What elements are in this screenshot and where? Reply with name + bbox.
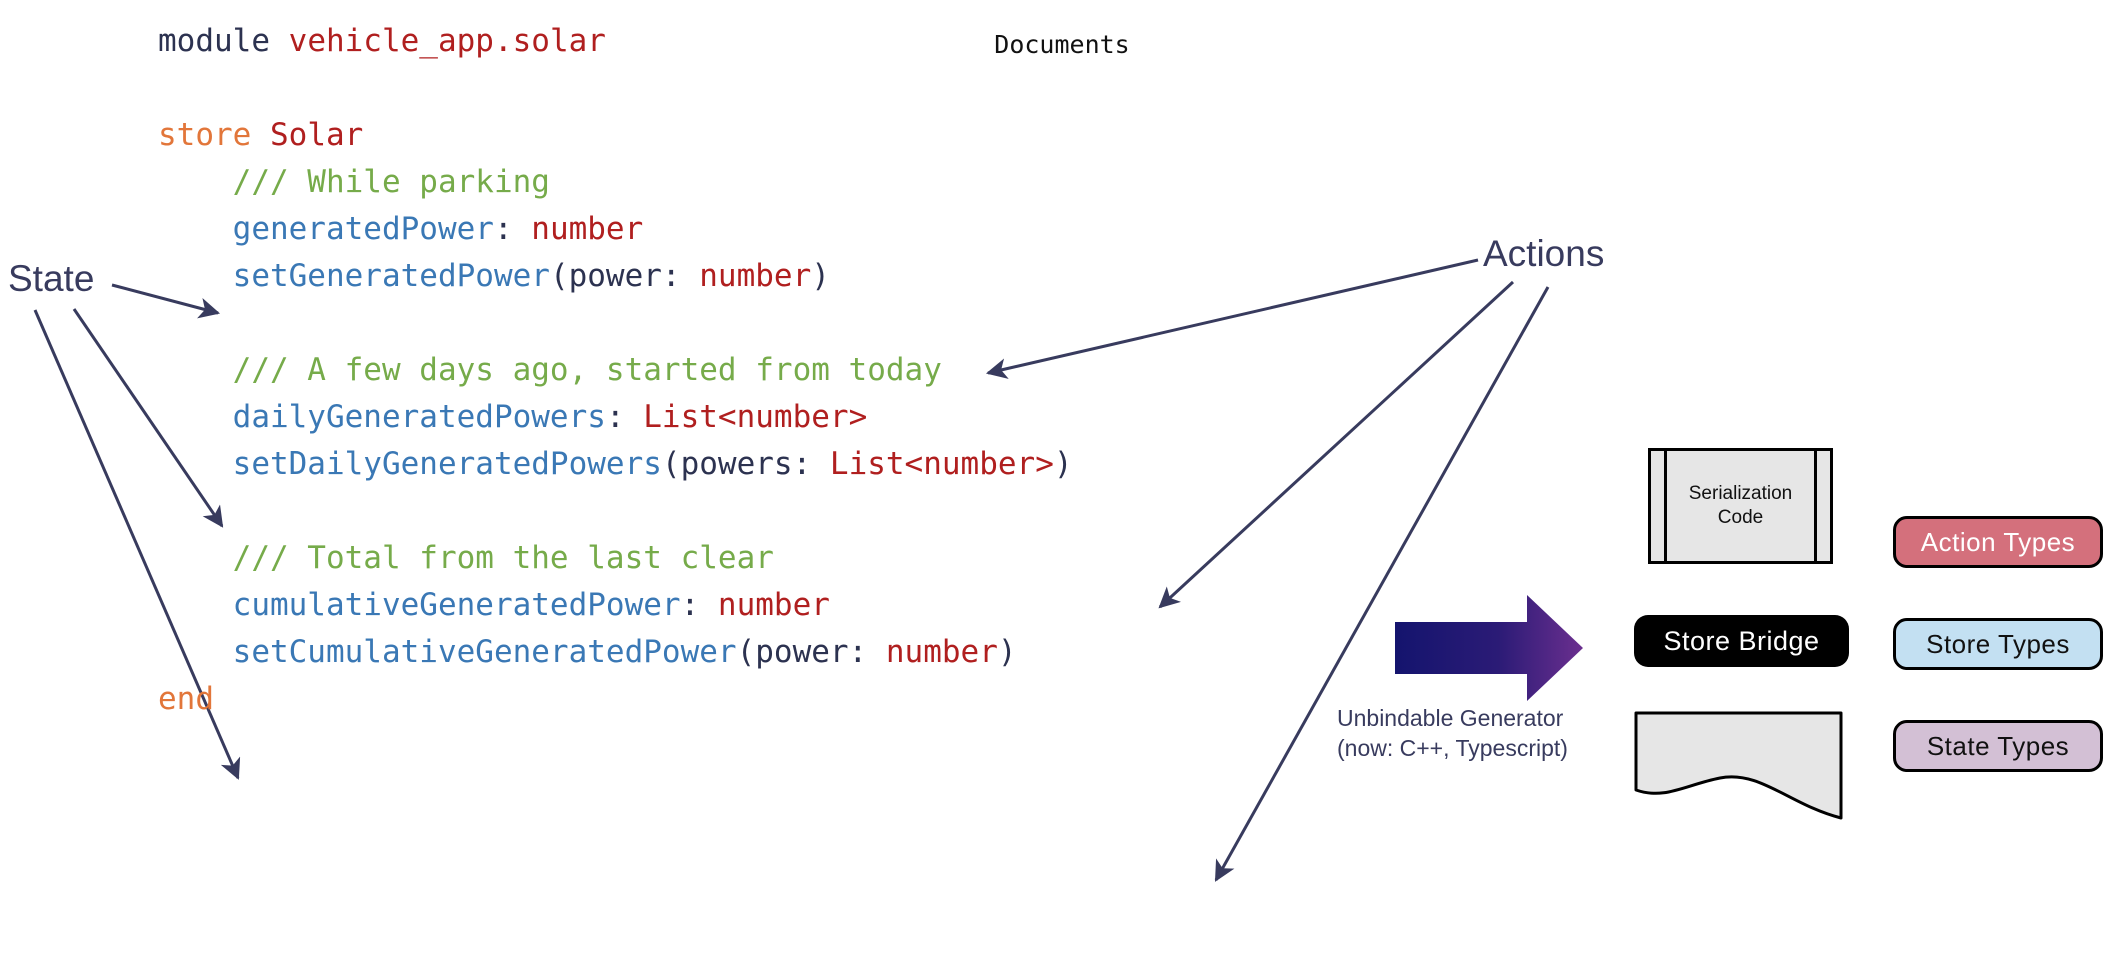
code-indent [158,446,233,482]
action-types-box[interactable]: Action Types [1893,516,2103,568]
code-line [158,65,1073,112]
code-token-punct: : [605,399,644,435]
arrow-actions-to-set-cumulative-generated-power [1214,286,1550,882]
code-line: store Solar [158,112,1073,159]
code-indent [158,587,233,623]
code-token-store: end [158,681,214,717]
generator-caption-line2: (now: C++, Typescript) [1337,735,1568,761]
code-token-punct: : [493,211,532,247]
arrow-state-to-daily-generated-powers [72,308,224,528]
documents-shape [1634,711,1843,820]
code-indent [158,399,233,435]
code-token-ident: generatedPower [232,211,494,247]
code-listing: module vehicle_app.solar store Solar ///… [158,18,1073,723]
code-token-punct: (power: [549,258,700,294]
actions-annotation-label: Actions [1483,233,1605,274]
code-token-comment: /// Total from the last clear [232,540,774,576]
code-token-type: number [717,587,830,623]
generator-caption-line1: Unbindable Generator [1337,705,1564,731]
arrow-actions-to-set-generated-power [985,258,1479,379]
state-annotation-label: State [8,258,95,299]
serialization-label-line2: Code [1717,507,1764,528]
code-token-kw: module [158,23,270,59]
code-line: end [158,676,1073,723]
code-token-type: List<number> [643,399,868,435]
code-token-ident: setGeneratedPower [232,258,550,294]
code-line [158,300,1073,347]
store-types-box[interactable]: Store Types [1893,618,2103,670]
code-token-punct: ) [811,258,830,294]
code-token-punct: ) [997,634,1017,670]
code-line: /// While parking [158,159,1073,206]
code-line: cumulativeGeneratedPower: number [158,582,1073,629]
generator-arrow-icon [1395,595,1583,701]
code-token-type: Solar [270,117,364,153]
state-types-box[interactable]: State Types [1893,720,2103,772]
code-token-type: List<number> [829,446,1054,482]
code-line: dailyGeneratedPowers: List<number> [158,394,1073,441]
arrow-state-to-generated-power [111,283,221,319]
code-token-type: number [885,634,998,670]
arrow-state-to-cumulative-generated-power [33,309,241,780]
code-token-punct: : [680,587,718,623]
code-indent [158,258,233,294]
store-bridge-box[interactable]: Store Bridge [1634,615,1849,667]
code-line: generatedPower: number [158,206,1073,253]
code-token-punct: (powers: [661,446,830,482]
code-token-comment: /// While parking [232,164,550,200]
code-token-ident: dailyGeneratedPowers [232,399,606,435]
code-token-punct: ) [1053,446,1073,482]
code-line: setCumulativeGeneratedPower(power: numbe… [158,629,1073,676]
code-token-ident: cumulativeGeneratedPower [232,587,681,623]
code-token-store: store [158,117,252,153]
generator-caption: Unbindable Generator (now: C++, Typescri… [1337,703,1568,763]
documents-label: Documents [994,30,1130,59]
documents-box[interactable]: Documents [0,0,1129,105]
code-line: module vehicle_app.solar [158,18,1073,65]
code-line: /// A few days ago, started from today [158,347,1073,394]
code-indent [158,211,233,247]
code-indent [158,164,233,200]
code-token-comment: /// A few days ago, started from today [232,352,942,388]
code-token-type: number [531,211,644,247]
code-line [158,488,1073,535]
code-indent [158,634,233,670]
code-token-type: number [699,258,812,294]
code-indent [158,540,233,576]
code-line: setGeneratedPower(power: number) [158,253,1073,300]
arrow-actions-to-set-daily-generated-powers [1158,280,1515,609]
code-token-ident: setCumulativeGeneratedPower [232,634,737,670]
code-line: setDailyGeneratedPowers(powers: List<num… [158,441,1073,488]
code-token-type: vehicle_app.solar [288,23,606,59]
code-line: /// Total from the last clear [158,535,1073,582]
serialization-label-line1: Serialization [1688,483,1793,504]
code-token-punct: (power: [736,634,886,670]
code-token-ident: setDailyGeneratedPowers [232,446,662,482]
code-indent [158,352,233,388]
code-token-punct [251,117,270,153]
serialization-code-box[interactable]: Serialization Code [1648,448,1833,564]
